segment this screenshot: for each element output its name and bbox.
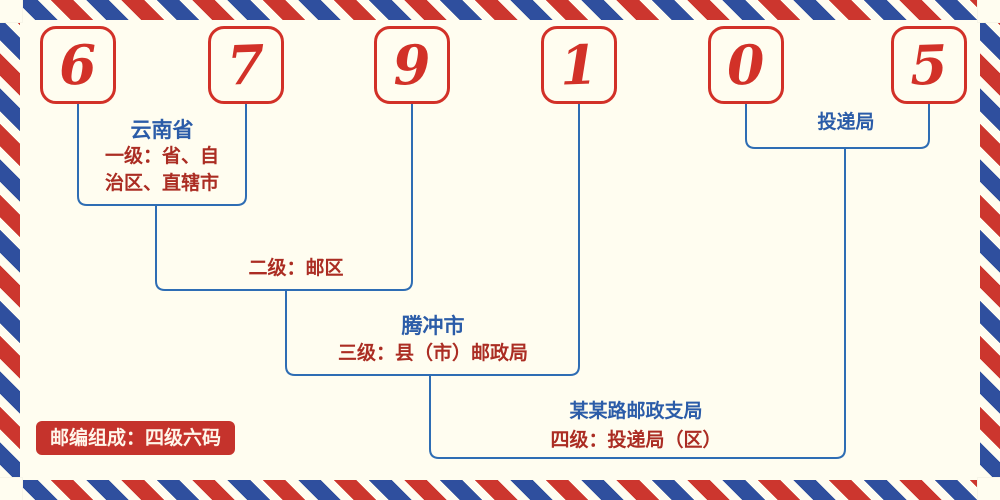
border-corner — [977, 0, 1000, 23]
level3-description: 三级：县（市）邮政局 — [337, 342, 529, 364]
postal-digit-box-2: 7 — [208, 26, 284, 104]
level4-description: 四级：投递局（区） — [550, 429, 722, 451]
level2-description: 二级：邮区 — [248, 257, 344, 279]
level1-place-name: 云南省 — [130, 118, 194, 142]
level1-description: 一级：省、自治区、直辖市 — [104, 145, 219, 194]
postal-code-composition-badge: 邮编组成：四级六码 — [36, 421, 236, 455]
airmail-border-top — [0, 0, 1000, 20]
postal-digit: 9 — [392, 32, 432, 98]
airmail-border-bottom — [0, 480, 1000, 500]
border-corner — [0, 0, 23, 23]
postal-digit: 5 — [909, 32, 949, 98]
delivery-office-label: 投递局 — [817, 111, 875, 133]
postal-digit-box-4: 1 — [541, 26, 617, 104]
postal-digit-box-1: 6 — [40, 26, 116, 104]
airmail-border-left — [0, 0, 20, 500]
postal-digit: 1 — [559, 32, 599, 98]
postal-digit: 0 — [726, 32, 766, 98]
level4-place-name: 某某路邮政支局 — [569, 400, 703, 422]
border-corner — [977, 477, 1000, 500]
postal-digit-box-5: 0 — [708, 26, 784, 104]
airmail-border-right — [980, 0, 1000, 500]
postal-digit-box-3: 9 — [374, 26, 450, 104]
level3-place-name: 腾冲市 — [401, 314, 465, 338]
border-corner — [0, 477, 23, 500]
postal-digit: 6 — [58, 32, 98, 98]
postal-digit: 7 — [226, 32, 266, 98]
postal-digit-box-6: 5 — [891, 26, 967, 104]
